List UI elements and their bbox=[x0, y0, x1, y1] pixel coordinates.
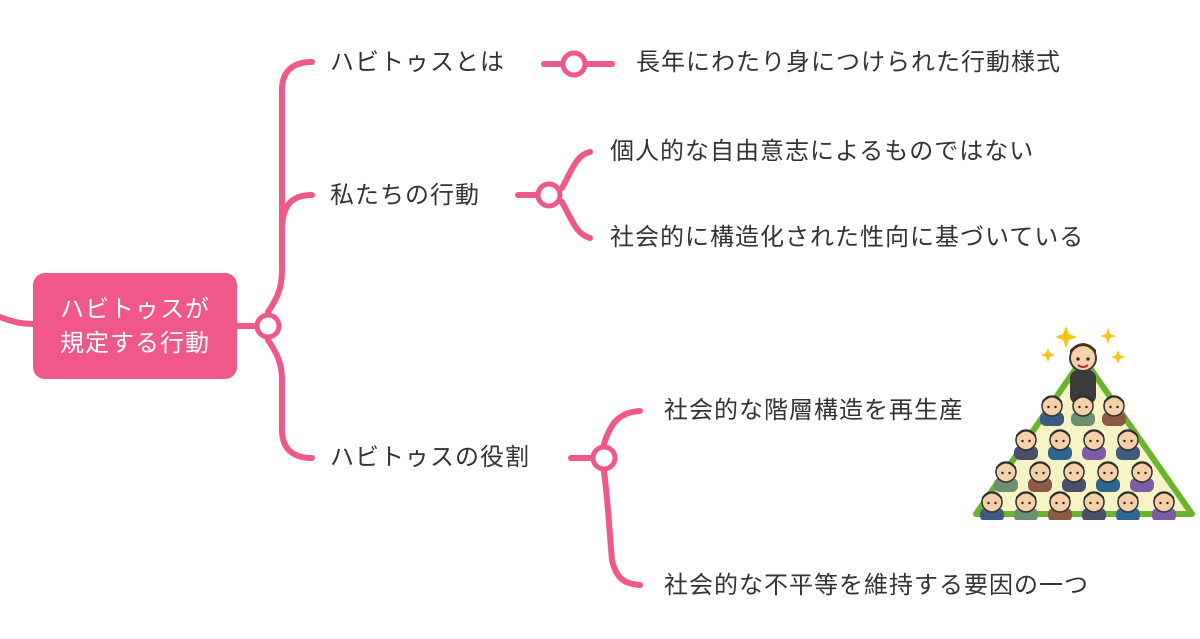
branch-role-connector-node bbox=[590, 444, 618, 472]
connector-b3-child2 bbox=[601, 469, 643, 588]
connector-branch-role bbox=[265, 337, 315, 461]
child-maintain-inequality[interactable]: 社会的な不平等を維持する要因の一つ bbox=[664, 571, 1089, 599]
connector-b2-child2 bbox=[559, 199, 593, 241]
people-pyramid-icon bbox=[973, 326, 1195, 520]
root-topic-line-1: ハビトゥスが bbox=[60, 295, 210, 323]
connector-branch-action bbox=[279, 192, 315, 253]
connector-branch-habitus bbox=[265, 59, 315, 315]
branch-our-actions[interactable]: 私たちの行動 bbox=[330, 181, 480, 209]
root-inbound-connector bbox=[0, 314, 36, 327]
branch-habitus-connector-node bbox=[560, 50, 588, 78]
branch-habitus-role[interactable]: ハビトゥスの役割 bbox=[330, 443, 530, 471]
root-topic-line-2: 規定する行動 bbox=[60, 329, 210, 357]
child-habitus-definition[interactable]: 長年にわたり身につけられた行動様式 bbox=[636, 48, 1061, 76]
child-not-free-will[interactable]: 個人的な自由意志によるものではない bbox=[610, 137, 1035, 165]
branch-action-connector-node bbox=[535, 181, 563, 209]
child-structured-disposition[interactable]: 社会的に構造化された性向に基づいている bbox=[610, 223, 1085, 251]
connector-b3-child1 bbox=[601, 408, 643, 447]
branch-habitus-definition[interactable]: ハビトゥスとは bbox=[330, 48, 505, 76]
root-connector-node bbox=[254, 312, 282, 340]
child-reproduce-hierarchy[interactable]: 社会的な階層構造を再生産 bbox=[664, 396, 964, 424]
connector-b2-child1 bbox=[559, 149, 593, 191]
root-topic-node[interactable]: ハビトゥスが 規定する行動 bbox=[33, 273, 237, 379]
